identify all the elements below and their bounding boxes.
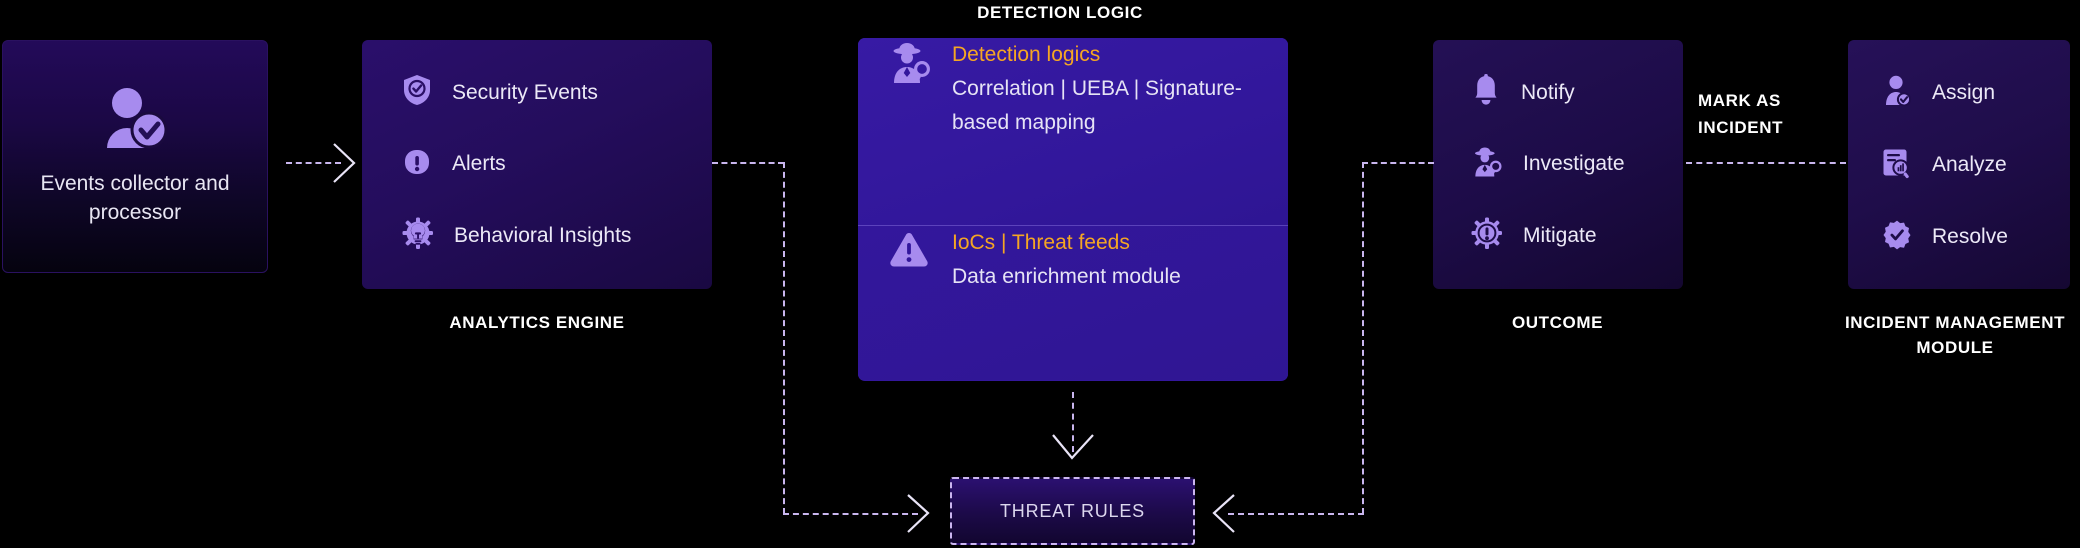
card-incident-management[interactable]: Assign Analyze bbox=[1848, 40, 2070, 289]
list-item-label: Resolve bbox=[1932, 225, 2008, 248]
warning-triangle-icon bbox=[888, 226, 932, 275]
detective-magnifier-icon bbox=[888, 38, 932, 89]
bell-icon bbox=[1471, 74, 1501, 111]
list-item-label: Mitigate bbox=[1523, 224, 1597, 247]
alert-exclamation-icon bbox=[402, 146, 432, 183]
list-item[interactable]: Assign bbox=[1882, 74, 2070, 111]
list-item[interactable]: Notify bbox=[1471, 74, 1683, 111]
card-detection-logic[interactable]: Detection logics Correlation | UEBA | Si… bbox=[858, 38, 1288, 381]
detection-logic-segment-top[interactable]: Detection logics Correlation | UEBA | Si… bbox=[858, 38, 1288, 226]
report-magnifier-icon bbox=[1882, 147, 1912, 184]
events-collector-label: Events collector and processor bbox=[40, 172, 230, 224]
verified-badge-icon bbox=[1882, 219, 1912, 255]
list-item-label: Security Events bbox=[452, 80, 598, 104]
list-item-label: Notify bbox=[1521, 80, 1575, 104]
detection-logic-subtitle: Correlation | UEBA | Signature-based map… bbox=[952, 77, 1242, 134]
list-item-label: Alerts bbox=[452, 152, 506, 175]
detective-magnifier-icon bbox=[1471, 146, 1503, 183]
lightbulb-gear-icon bbox=[402, 217, 434, 255]
detection-logic-segment-bottom[interactable]: IoCs | Threat feeds Data enrichment modu… bbox=[858, 226, 1288, 380]
list-item-label: Behavioral Insights bbox=[454, 224, 632, 247]
shield-check-icon bbox=[402, 74, 432, 111]
list-item[interactable]: Investigate bbox=[1471, 146, 1683, 183]
card-outcome[interactable]: Notify Investigate bbox=[1433, 40, 1683, 289]
caption-analytics-engine: ANALYTICS ENGINE bbox=[449, 313, 625, 332]
list-item[interactable]: Analyze bbox=[1882, 147, 2070, 184]
caption-incident-management-module: INCIDENT MANAGEMENT MODULE bbox=[1844, 313, 2066, 357]
caption-detection-logic: DETECTION LOGIC bbox=[977, 3, 1143, 22]
caption-mark-as-incident: MARK AS INCIDENT bbox=[1698, 91, 1784, 137]
list-item-label: Analyze bbox=[1932, 153, 2007, 176]
caption-outcome: OUTCOME bbox=[1511, 313, 1604, 332]
list-item[interactable]: Resolve bbox=[1882, 219, 2070, 255]
list-item-label: Assign bbox=[1932, 80, 1996, 104]
data-enrichment-subtitle: Data enrichment module bbox=[952, 265, 1181, 288]
ioc-threat-feeds-title: IoCs | Threat feeds bbox=[952, 231, 1130, 254]
user-verified-icon bbox=[99, 86, 171, 155]
gear-alert-icon bbox=[1471, 217, 1503, 255]
threat-rules-box[interactable]: THREAT RULES bbox=[950, 477, 1195, 545]
card-analytics-engine[interactable]: Security Events Alerts bbox=[362, 40, 712, 289]
card-events-collector[interactable]: Events collector and processor bbox=[2, 40, 268, 273]
list-item[interactable]: Behavioral Insights bbox=[402, 217, 712, 255]
detection-logic-title: Detection logics bbox=[952, 43, 1101, 66]
list-item[interactable]: Security Events bbox=[402, 74, 712, 111]
threat-rules-label: THREAT RULES bbox=[1000, 500, 1145, 521]
user-check-icon bbox=[1882, 74, 1912, 111]
list-item-label: Investigate bbox=[1523, 152, 1625, 175]
list-item[interactable]: Alerts bbox=[402, 146, 712, 183]
list-item[interactable]: Mitigate bbox=[1471, 217, 1683, 255]
